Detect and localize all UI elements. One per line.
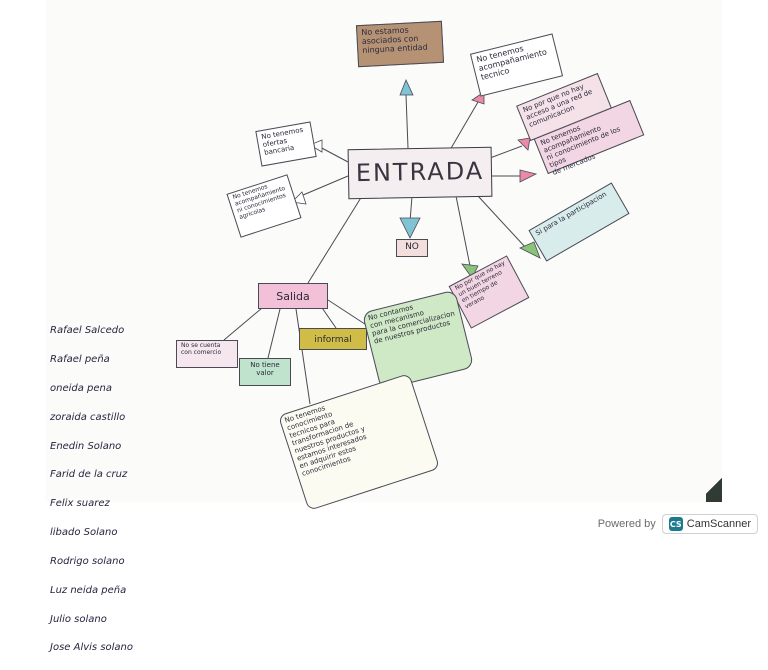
camscanner-badge: CS CamScanner bbox=[661, 514, 758, 534]
camscanner-brand-name: CamScanner bbox=[686, 518, 751, 530]
link-top bbox=[405, 94, 409, 149]
participant-name: Jose Alvis solano bbox=[50, 642, 134, 654]
link-right-2 bbox=[477, 195, 527, 249]
link-right-1 bbox=[455, 195, 471, 267]
link-salida-1 bbox=[223, 307, 263, 341]
node-sin-comercio: No se cuenta con comercio bbox=[176, 340, 238, 368]
arrowhead-top-right-2 bbox=[517, 137, 531, 151]
arrowhead-left-1 bbox=[309, 139, 323, 153]
node-informal: informal bbox=[299, 328, 367, 350]
arrowhead-top-right-3 bbox=[519, 169, 538, 183]
participant-name: oneida pena bbox=[50, 383, 113, 395]
node-no: NO bbox=[396, 239, 428, 257]
camscanner-watermark: Powered by CS CamScanner bbox=[598, 512, 758, 536]
participant-names-list: Rafael Salcedo Rafael peña oneida pena z… bbox=[50, 310, 170, 670]
camscanner-logo-icon: CS bbox=[668, 517, 683, 531]
link-top-right-2 bbox=[489, 145, 523, 159]
link-top-right-1 bbox=[449, 101, 479, 151]
node-salida: Salida bbox=[258, 283, 328, 309]
link-left-1 bbox=[317, 145, 349, 163]
participant-name: Luz neida peña bbox=[50, 584, 127, 596]
powered-by-label: Powered by bbox=[597, 518, 656, 530]
page-shadow bbox=[706, 470, 722, 502]
link-salida-2 bbox=[267, 308, 281, 359]
connector-lines bbox=[223, 78, 541, 405]
participant-name: Rafael Salcedo bbox=[50, 325, 125, 337]
node-no-asociados: No estamos asociados con ninguna entidad bbox=[355, 20, 445, 68]
node-sin-valor: No tiene valor bbox=[239, 358, 291, 386]
participant-name: Felix suarez bbox=[50, 498, 110, 510]
participant-name: Farid de la cruz bbox=[50, 469, 128, 481]
participant-name: Rafael peña bbox=[50, 354, 110, 366]
participant-name: libado Solano bbox=[50, 527, 118, 539]
central-node-entrada: ENTRADA bbox=[347, 146, 493, 200]
link-left-2 bbox=[295, 175, 349, 199]
arrowhead-top bbox=[399, 78, 414, 96]
arrowhead-no bbox=[399, 217, 421, 239]
link-salida-5 bbox=[295, 308, 311, 405]
participant-name: Enedin Solano bbox=[50, 440, 122, 452]
participant-name: zoraida castillo bbox=[50, 411, 126, 423]
participant-name: Julio solano bbox=[50, 613, 107, 625]
participant-name: Rodrigo solano bbox=[50, 555, 125, 567]
arrowhead-right-2 bbox=[519, 241, 541, 259]
link-salida bbox=[307, 195, 363, 284]
